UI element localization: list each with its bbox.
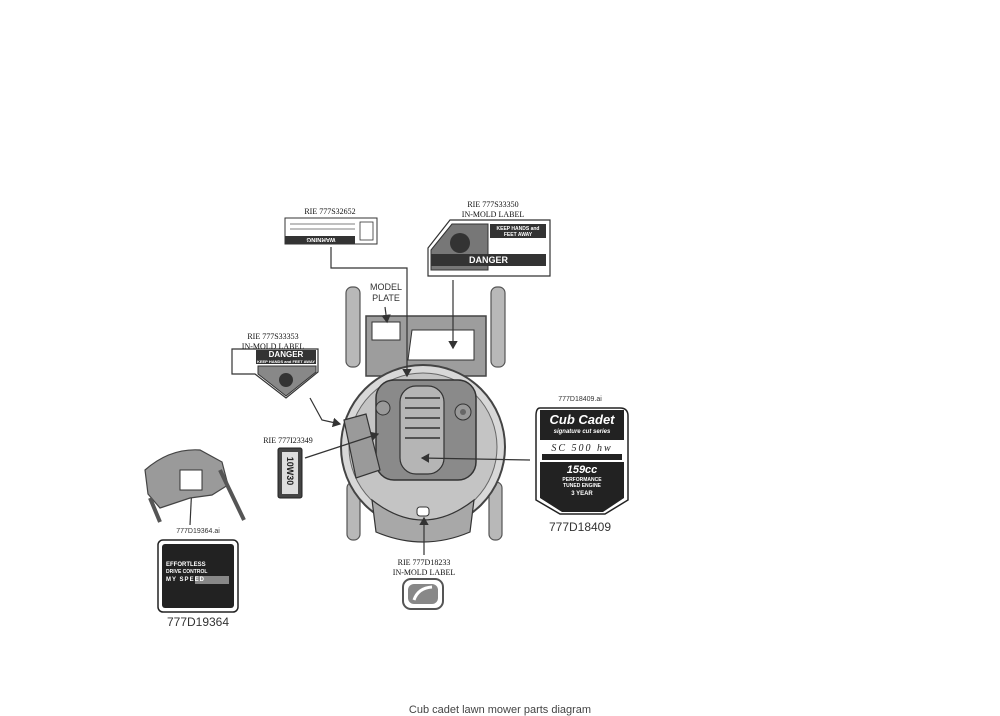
label-danger-top-part: RIE 777S33350 IN-MOLD LABEL xyxy=(448,200,538,220)
effortless-speed: MY SPEED xyxy=(166,577,205,583)
keep-hands-left: KEEP HANDS and FEET AWAY xyxy=(256,359,316,364)
cubcadet-brand: Cub Cadet xyxy=(549,412,615,427)
left-file-label: 777D19364.ai xyxy=(176,528,220,535)
label-danger-left-line1: RIE 777S33353 xyxy=(247,332,299,341)
label-danger-left-part: RIE 777S33353 IN-MOLD LABEL xyxy=(233,332,313,352)
cubcadet-warranty: 3 YEAR xyxy=(571,491,593,497)
handle-assembly xyxy=(144,449,246,523)
label-danger-top-line1: RIE 777S33350 xyxy=(467,200,519,209)
label-bottom-center-line1: RIE 777D18233 xyxy=(397,558,451,567)
cubcadet-perf2: TUNED ENGINE xyxy=(563,483,601,489)
right-part-number: 777D18409 xyxy=(548,520,612,534)
effortless-line1: EFFORTLESS xyxy=(166,562,206,568)
mower-chute xyxy=(343,413,381,479)
label-bottom-center-line2: IN-MOLD LABEL xyxy=(392,568,456,577)
danger-word-top: DANGER xyxy=(468,255,508,265)
label-bottom-center-part: RIE 777D18233 IN-MOLD LABEL xyxy=(384,558,464,578)
warning-word: WARNING xyxy=(306,236,336,242)
footer-caption: Cub cadet lawn mower parts diagram xyxy=(408,704,592,716)
cubcadet-decal xyxy=(535,407,629,515)
logo-decal-bottom xyxy=(402,578,444,610)
label-danger-top-line2: IN-MOLD LABEL xyxy=(461,210,525,219)
mower-engine xyxy=(375,379,477,481)
cubcadet-perf1: PERFORMANCE xyxy=(562,477,602,483)
effortless-decal xyxy=(157,539,239,613)
cubcadet-cc: 159cc xyxy=(566,464,598,476)
model-plate-line2: PLATE xyxy=(372,293,400,303)
label-danger-left-line2: IN-MOLD LABEL xyxy=(241,342,305,351)
effortless-line2: DRIVE CONTROL xyxy=(166,569,208,575)
danger-word-left: DANGER xyxy=(268,350,304,359)
oil-decal xyxy=(277,447,303,499)
mower-rear-wheels xyxy=(345,286,506,368)
label-oil-part: RIE 777I23349 xyxy=(263,436,313,445)
leader-lines xyxy=(186,247,531,555)
left-part-number: 777D19364 xyxy=(166,615,230,629)
keep-hands-top: KEEP HANDS and FEET AWAY xyxy=(496,226,540,238)
model-plate-line1: MODEL xyxy=(369,282,402,292)
right-file-label: 777D18409.ai xyxy=(558,396,602,403)
model-plate-label: MODEL PLATE xyxy=(364,282,408,304)
warning-decal xyxy=(284,217,378,245)
danger-decal-top xyxy=(427,219,551,277)
cubcadet-model: SC 500 hw xyxy=(551,443,613,454)
danger-decal-left xyxy=(231,348,319,399)
cubcadet-series: signature cut series xyxy=(553,429,611,435)
label-warning-part: RIE 777S32652 xyxy=(304,207,356,216)
oil-text: 10W30 xyxy=(285,456,295,486)
